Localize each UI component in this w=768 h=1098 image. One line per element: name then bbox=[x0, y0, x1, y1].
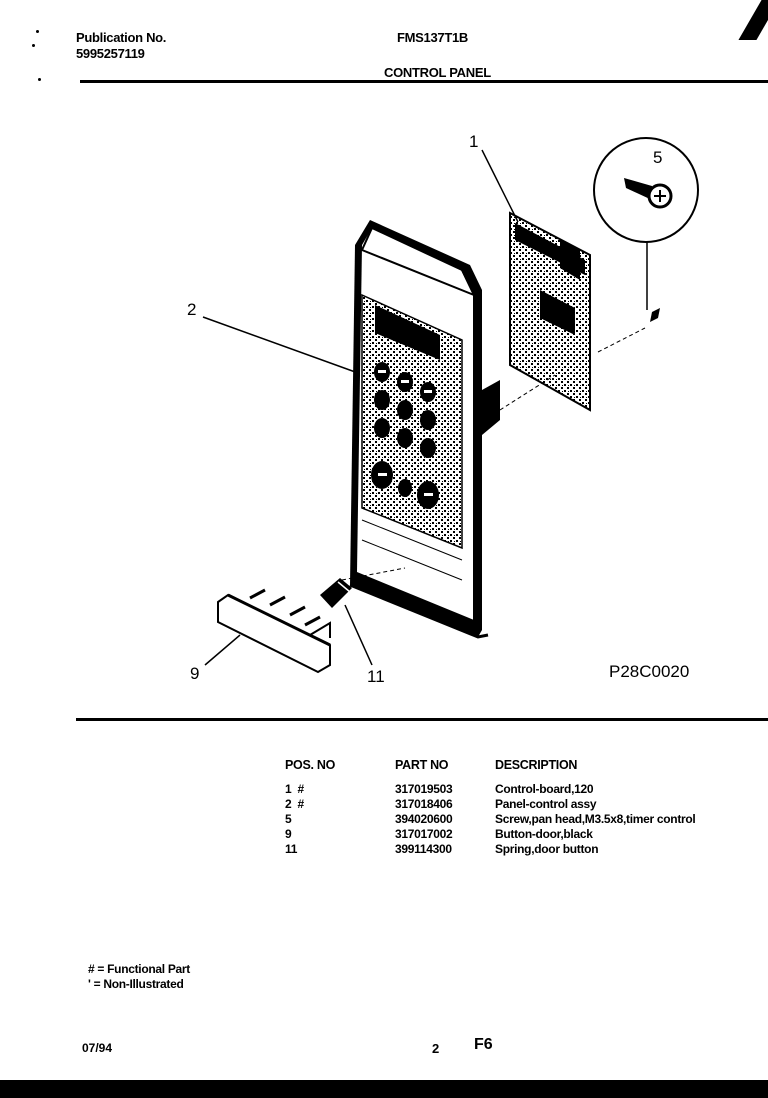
publication-label: Publication No. bbox=[76, 30, 167, 45]
row-desc: Panel-control assy bbox=[495, 797, 597, 811]
row-part: 317019503 bbox=[395, 782, 453, 796]
footer-code: F6 bbox=[474, 1036, 493, 1053]
parts-table-header: POS. NO PART NO DESCRIPTION bbox=[285, 758, 695, 782]
row-pos: 1 # bbox=[285, 782, 304, 796]
callout-2: 2 bbox=[187, 300, 197, 319]
header-description: DESCRIPTION bbox=[495, 758, 578, 772]
section-rule bbox=[76, 718, 768, 721]
scan-edge bbox=[738, 0, 768, 40]
callout-5: 5 bbox=[653, 148, 663, 167]
row-desc: Control-board,120 bbox=[495, 782, 594, 796]
drawing-code: P28C0020 bbox=[609, 662, 690, 681]
table-row: 2 # 317018406 Panel-control assy bbox=[285, 797, 695, 812]
door-button-spring bbox=[320, 578, 352, 608]
row-desc: Screw,pan head,M3.5x8,timer control bbox=[495, 812, 696, 826]
table-row: 11 399114300 Spring,door button bbox=[285, 842, 695, 857]
publication-number: 5995257119 bbox=[76, 46, 145, 61]
row-part: 317017002 bbox=[395, 827, 453, 841]
speck bbox=[32, 44, 35, 47]
header-part: PART NO bbox=[395, 758, 449, 772]
header-pos: POS. NO bbox=[285, 758, 335, 772]
parts-table: POS. NO PART NO DESCRIPTION 1 # 31701950… bbox=[285, 758, 696, 857]
row-part: 317018406 bbox=[395, 797, 453, 811]
footer-date: 07/94 bbox=[82, 1041, 113, 1055]
leader-lines bbox=[202, 149, 519, 666]
callout-1: 1 bbox=[469, 132, 479, 151]
screw-detail bbox=[593, 137, 699, 322]
callout-9: 9 bbox=[190, 664, 200, 683]
row-pos: 2 # bbox=[285, 797, 304, 811]
header-rule bbox=[80, 80, 768, 83]
legend-non-illustrated: ' = Non-Illustrated bbox=[88, 977, 184, 991]
footer-page: 2 bbox=[432, 1041, 440, 1056]
speck bbox=[36, 30, 39, 33]
row-pos: 11 bbox=[285, 842, 298, 856]
table-row: 9 317017002 Button-door,black bbox=[285, 827, 695, 842]
row-pos: 5 bbox=[285, 812, 292, 826]
control-board bbox=[509, 211, 591, 412]
model-number: FMS137T1B bbox=[397, 30, 468, 45]
row-pos: 9 bbox=[285, 827, 292, 841]
exploded-view-diagram bbox=[202, 137, 699, 674]
row-desc: Button-door,black bbox=[495, 827, 593, 841]
assembly-lines bbox=[341, 327, 646, 581]
row-part: 399114300 bbox=[395, 842, 452, 856]
table-row: 1 # 317019503 Control-board,120 bbox=[285, 782, 695, 797]
door-button bbox=[217, 588, 331, 674]
section-title: CONTROL PANEL bbox=[384, 65, 491, 80]
table-row: 5 394020600 Screw,pan head,M3.5x8,timer … bbox=[285, 812, 696, 827]
row-desc: Spring,door button bbox=[495, 842, 599, 856]
control-panel-assembly bbox=[349, 220, 500, 639]
callout-11: 11 bbox=[367, 667, 385, 686]
legend-functional: # = Functional Part bbox=[88, 962, 190, 976]
speck bbox=[38, 78, 41, 81]
row-part: 394020600 bbox=[395, 812, 453, 826]
scan-edge-bottom bbox=[0, 1080, 768, 1098]
